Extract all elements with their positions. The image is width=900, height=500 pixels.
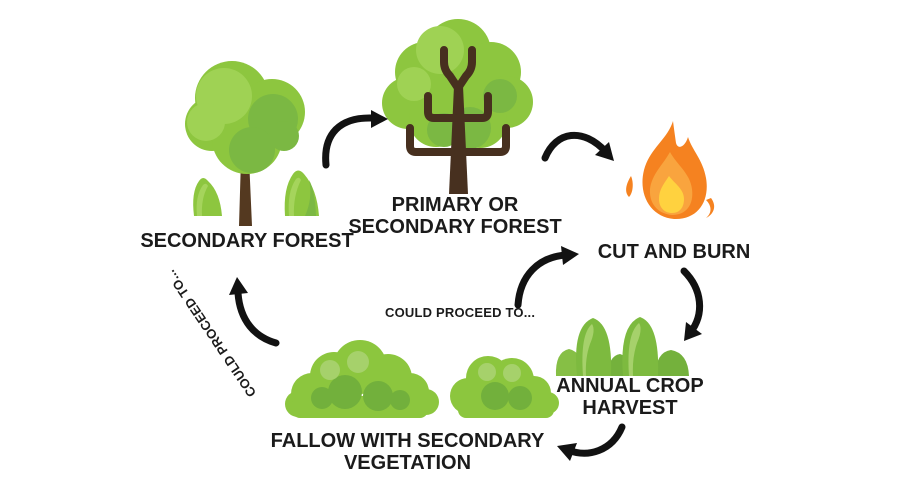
secondary-forest-label: SECONDARY FOREST: [140, 230, 354, 252]
fire-icon: [626, 121, 715, 220]
flow-arrows: [229, 110, 704, 461]
cut-and-burn-label: CUT AND BURN: [597, 241, 751, 263]
arrow-fallow-to-cutburn: [514, 246, 579, 309]
arrow-fallow-to-secondary: [229, 277, 280, 347]
primary-secondary-line2: SECONDARY FOREST: [348, 216, 562, 238]
annual-crop-line1: ANNUAL CROP: [556, 375, 704, 397]
secondary-forest-tree-icon: [185, 61, 305, 226]
arrow-primary-to-cutburn: [541, 132, 614, 162]
fallow-shrubs-icon: [285, 340, 559, 418]
bush-icon: [284, 170, 319, 216]
arrow-secondary-to-primary: [322, 110, 388, 169]
annual-crop-harvest-label: ANNUAL CROP HARVEST: [530, 375, 730, 419]
crop-bushes-icon: [555, 317, 689, 376]
primary-secondary-forest-label: PRIMARY OR SECONDARY FOREST: [330, 194, 580, 238]
arrow-cutburn-to-annualcrop: [680, 267, 704, 341]
bush-icon: [193, 178, 222, 216]
fallow-line1: FALLOW WITH SECONDARY: [270, 430, 545, 452]
fallow-line2: VEGETATION: [343, 452, 472, 474]
arrow-annualcrop-to-fallow: [557, 423, 626, 461]
could-proceed-middle-annotation: COULD PROCEED TO...: [385, 305, 536, 320]
fallow-vegetation-label: FALLOW WITH SECONDARY VEGETATION: [250, 430, 565, 474]
primary-secondary-tree-icon: [382, 19, 533, 194]
primary-secondary-line1: PRIMARY OR: [391, 194, 519, 216]
annual-crop-line2: HARVEST: [582, 397, 678, 419]
